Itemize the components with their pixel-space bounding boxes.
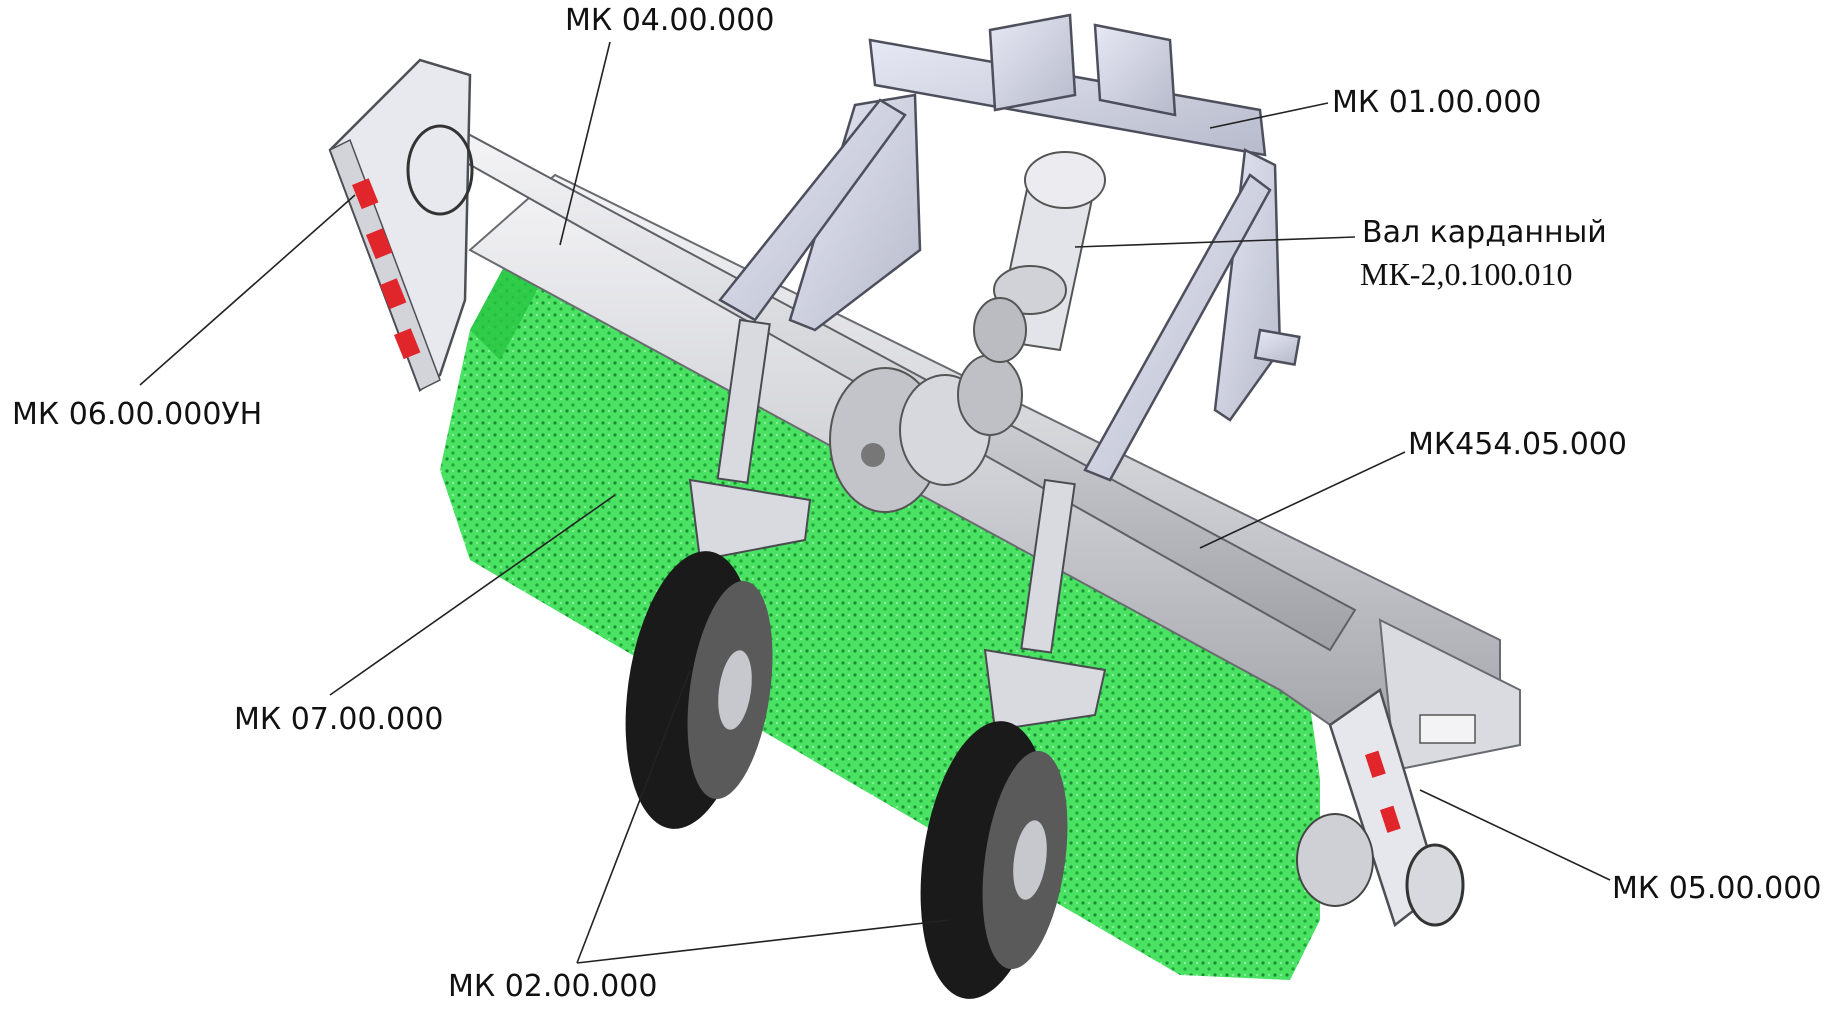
leader-mk04 — [559, 41, 611, 246]
wheel-strut-left — [688, 318, 812, 562]
leader-cardan — [1074, 236, 1356, 248]
wheel-right — [920, 721, 1068, 999]
cardan-shaft — [973, 151, 1106, 363]
leader-mk07 — [329, 494, 616, 696]
leader-lines — [139, 41, 1611, 964]
label-mk02: МК 02.00.000 — [448, 969, 658, 1004]
label-mk454: МК454.05.000 — [1408, 427, 1627, 462]
label-cardan-title: Вал карданный — [1362, 215, 1607, 250]
label-mk07: МК 07.00.000 — [234, 702, 444, 737]
left-end-plate — [328, 58, 474, 393]
right-end-plate — [1296, 687, 1465, 928]
leader-mk01 — [1209, 102, 1329, 129]
label-cardan-code: МК-2,0.100.010 — [1360, 256, 1573, 292]
label-mk04: МК 04.00.000 — [565, 3, 775, 38]
brush-housing — [468, 173, 1521, 772]
wheel-left — [625, 551, 773, 829]
leader-mk06 — [139, 194, 356, 386]
brush-roller — [440, 265, 1320, 980]
leader-mk05 — [1419, 789, 1611, 881]
label-mk05: МК 05.00.000 — [1612, 871, 1822, 906]
label-mk06: МК 06.00.000УН — [12, 397, 263, 432]
hitch-frame — [718, 13, 1301, 482]
leader-mk02-left — [576, 669, 691, 964]
leader-mk454 — [1199, 451, 1406, 549]
wheel-strut-right — [983, 478, 1107, 732]
gearbox — [829, 354, 1023, 513]
label-mk01: МК 01.00.000 — [1332, 85, 1542, 120]
leader-mk02-right — [576, 919, 951, 964]
